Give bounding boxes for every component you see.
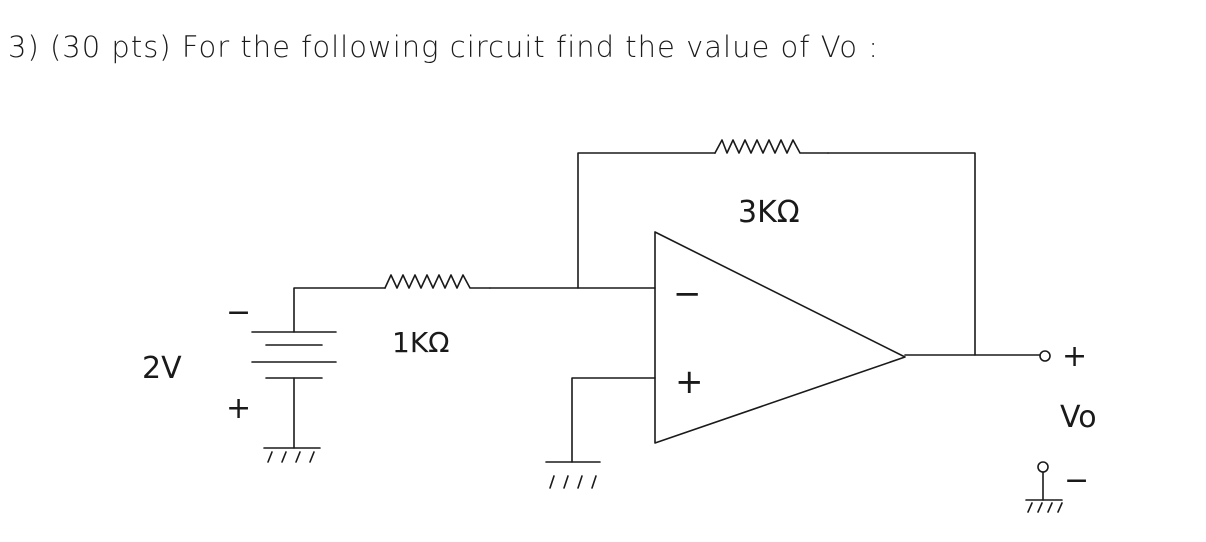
feedback-resistor <box>714 139 829 154</box>
output-voltage-label: Vo <box>1060 400 1097 435</box>
noninverting-ground-hatch <box>549 475 597 489</box>
input-resistor-label: 1KΩ <box>392 326 450 359</box>
input-resistor <box>384 274 491 289</box>
question-text: 3) (30 pts) For the following circuit fi… <box>8 30 880 64</box>
opamp-inverting-sign: − <box>673 274 702 314</box>
opamp-noninverting-sign: + <box>675 362 704 402</box>
output-ground-terminal <box>1037 461 1049 473</box>
feedback-wire-left <box>577 152 716 289</box>
feedback-wire-right <box>827 152 976 356</box>
battery-ground-hatch <box>267 451 315 463</box>
battery-minus-label: − <box>226 295 251 330</box>
input-wire-left <box>293 287 386 333</box>
battery-plus-label: + <box>226 391 251 426</box>
output-terminal <box>1039 350 1051 362</box>
output-minus-label: − <box>1064 463 1089 498</box>
feedback-resistor-label: 3KΩ <box>738 195 800 230</box>
opamp-triangle <box>654 231 906 444</box>
output-ground-hatch <box>1027 502 1063 513</box>
noninverting-wire <box>571 377 656 463</box>
output-plus-label: + <box>1062 339 1087 374</box>
battery-voltage-label: 2V <box>142 351 182 386</box>
